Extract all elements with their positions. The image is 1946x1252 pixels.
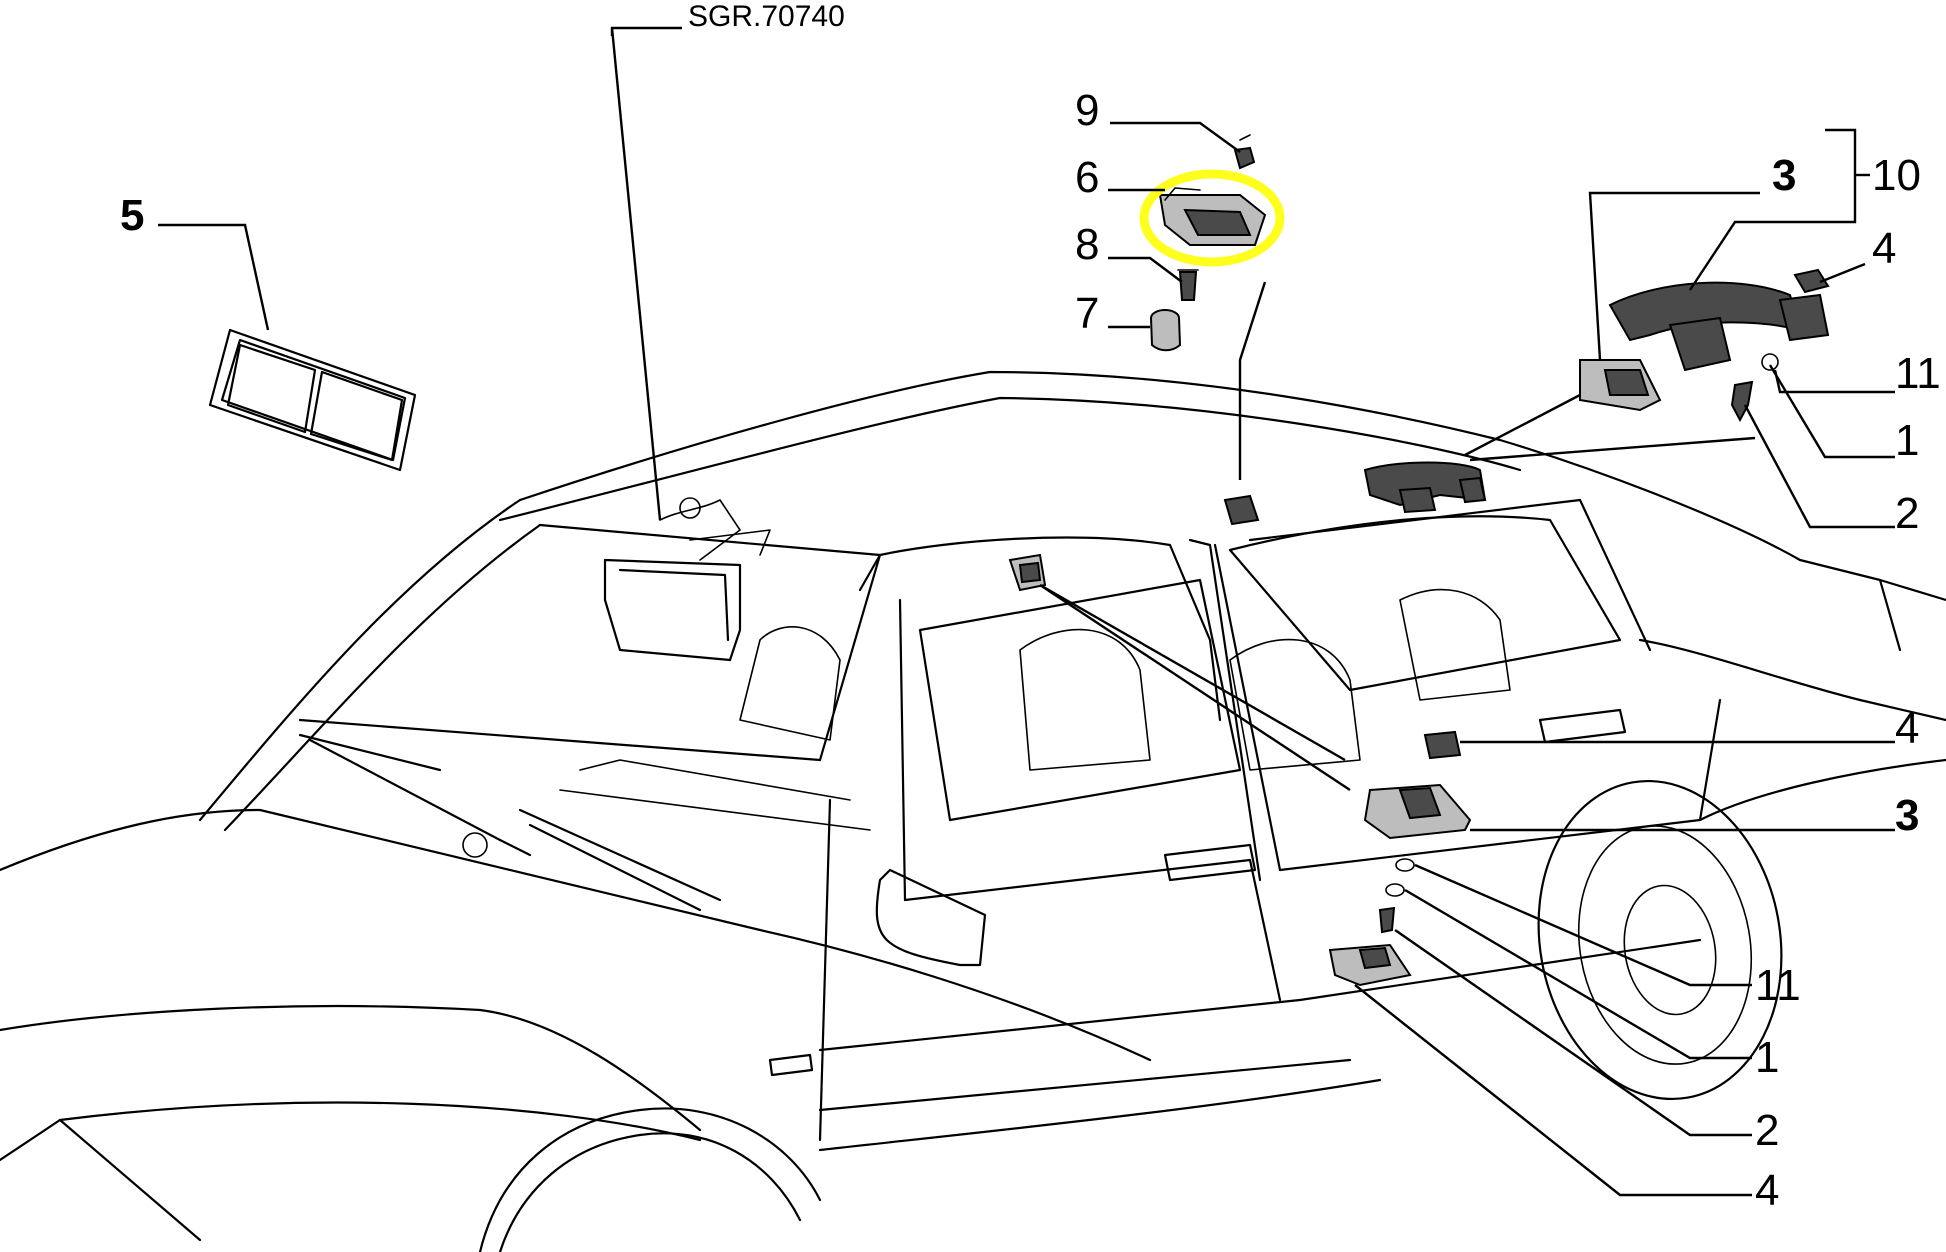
grab-handle-top — [1579, 268, 1830, 423]
part-lamp-housing — [1158, 187, 1267, 246]
callout-3-mid: 3 — [1895, 791, 1919, 840]
callout-6: 6 — [1075, 153, 1099, 202]
part-screw — [1177, 269, 1199, 301]
callout-2-top: 2 — [1895, 489, 1919, 538]
callout-11-top: 11 — [1895, 349, 1941, 398]
highlight-circle — [1139, 169, 1285, 267]
callout-1-bot: 1 — [1755, 1033, 1779, 1082]
lamp-installed — [1223, 494, 1260, 526]
part-bushing — [1150, 309, 1182, 352]
callout-2-bot: 2 — [1755, 1106, 1779, 1155]
callout-4-mid: 4 — [1895, 704, 1919, 753]
reference-code-label: SGR.70740 — [688, 0, 845, 33]
callout-10: 10 — [1872, 151, 1921, 200]
callout-4-bot: 4 — [1755, 1166, 1779, 1215]
grab-handle-installed — [1363, 461, 1487, 514]
rear-view-mirror — [603, 497, 771, 662]
bracket-a-pillar — [1008, 553, 1047, 592]
callout-1-top: 1 — [1895, 416, 1919, 465]
part-clip — [1233, 134, 1256, 170]
car-body — [0, 370, 1946, 1252]
callout-8: 8 — [1075, 220, 1099, 269]
callout-5: 5 — [120, 191, 144, 240]
callout-7: 7 — [1075, 289, 1099, 338]
leader-lines — [158, 26, 1895, 1197]
callout-9: 9 — [1075, 86, 1099, 135]
part-frame — [208, 328, 417, 472]
callout-11-bot: 11 — [1755, 961, 1801, 1010]
callout-4-top: 4 — [1872, 224, 1896, 273]
grab-handle-lower — [1328, 730, 1472, 987]
callout-3-top: 3 — [1772, 151, 1796, 200]
